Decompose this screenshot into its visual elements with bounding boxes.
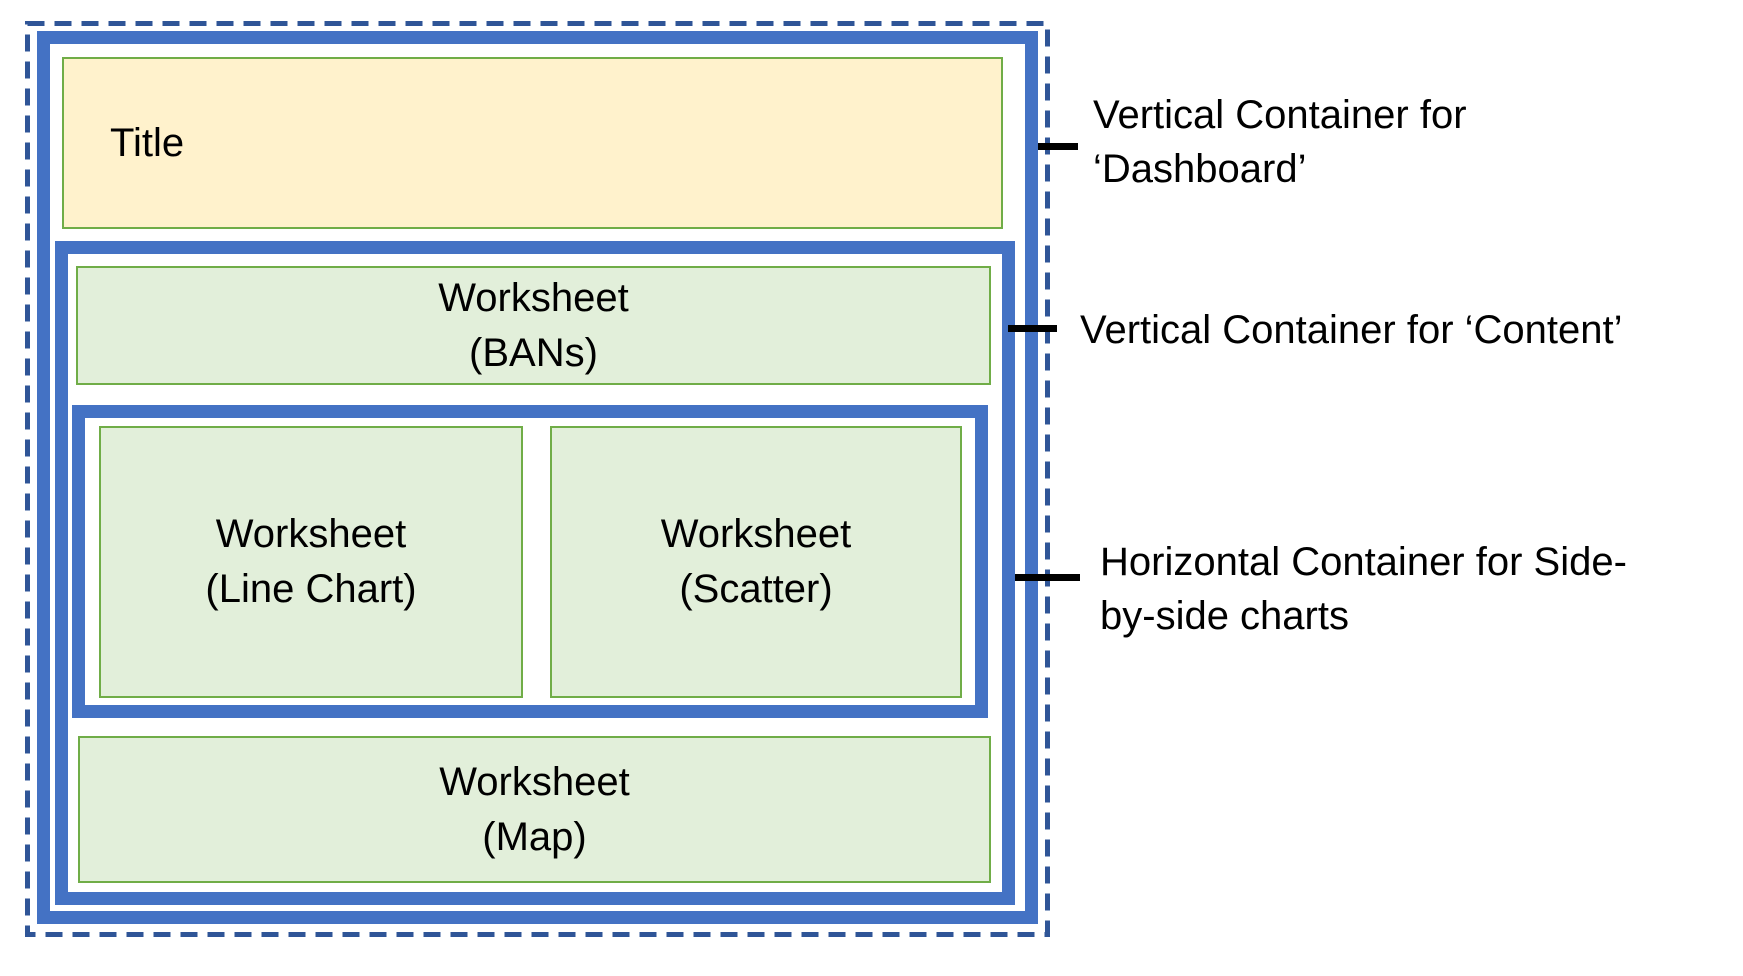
dashboard-annotation-tick <box>1038 143 1078 150</box>
content-annotation-label: Vertical Container for ‘Content’ <box>1080 303 1623 357</box>
worksheet-scatter-box: Worksheet (Scatter) <box>550 426 962 698</box>
worksheet-map-label-line2: (Map) <box>482 814 587 859</box>
worksheet-bans-label-line1: Worksheet <box>438 275 629 320</box>
horizontal-container-side-by-side: Worksheet (Line Chart) Worksheet (Scatte… <box>72 405 988 718</box>
worksheet-bans-box: Worksheet (BANs) <box>76 266 991 385</box>
outer-dashed-selection-frame <box>25 21 1050 937</box>
side-by-side-annotation-tick <box>1015 574 1080 581</box>
side-by-side-annotation-line2: by-side charts <box>1100 594 1349 638</box>
worksheet-map-label-line1: Worksheet <box>439 759 630 804</box>
side-by-side-annotation-line1: Horizontal Container for Side- <box>1100 540 1627 584</box>
worksheet-scatter-label-line1: Worksheet <box>660 512 852 556</box>
worksheet-line-chart-box: Worksheet (Line Chart) <box>99 426 523 698</box>
worksheet-line-chart-label-line1: Worksheet <box>215 512 407 556</box>
worksheet-bans-label-line2: (BANs) <box>469 330 598 375</box>
worksheet-line-chart-label-line2: (Line Chart) <box>205 567 417 611</box>
content-annotation-line1: Vertical Container for ‘Content’ <box>1080 308 1623 352</box>
vertical-container-dashboard: Title Worksheet (BANs) Worksheet (Line C… <box>37 31 1038 924</box>
worksheet-scatter-label-line2: (Scatter) <box>679 567 833 611</box>
dashboard-annotation-line2: ‘Dashboard’ <box>1093 147 1307 191</box>
worksheet-map-box: Worksheet (Map) <box>78 736 991 883</box>
dashboard-annotation-label: Vertical Container for ‘Dashboard’ <box>1093 88 1467 196</box>
title-box: Title <box>62 57 1003 229</box>
content-annotation-tick <box>1008 325 1057 332</box>
dashboard-annotation-line1: Vertical Container for <box>1093 93 1467 137</box>
side-by-side-annotation-label: Horizontal Container for Side- by-side c… <box>1100 535 1627 643</box>
vertical-container-content: Worksheet (BANs) Worksheet (Line Chart) … <box>55 241 1015 905</box>
title-box-label: Title <box>110 120 185 165</box>
